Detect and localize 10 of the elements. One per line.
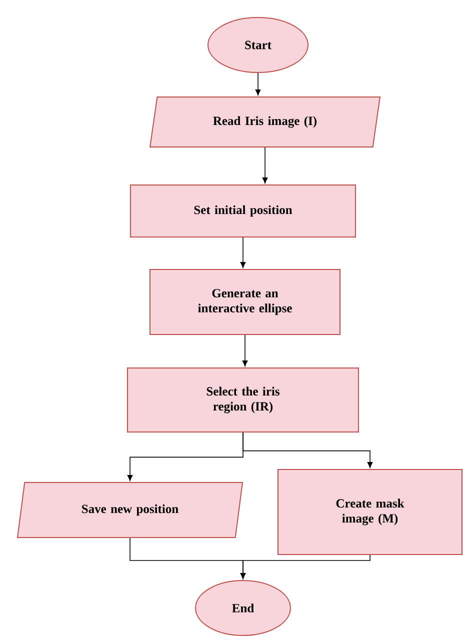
arrow	[240, 237, 246, 268]
arrow	[240, 554, 370, 579]
process-box: Set initial position	[130, 184, 356, 238]
arrow	[255, 72, 261, 96]
process-box: Generate an interactive ellipse	[150, 269, 340, 335]
arrow	[242, 334, 248, 366]
arrow	[262, 147, 268, 184]
process-box: Create mask image (M)	[278, 469, 462, 555]
arrow	[242, 432, 373, 468]
process-box: Select the iris region (IR)	[127, 368, 359, 432]
